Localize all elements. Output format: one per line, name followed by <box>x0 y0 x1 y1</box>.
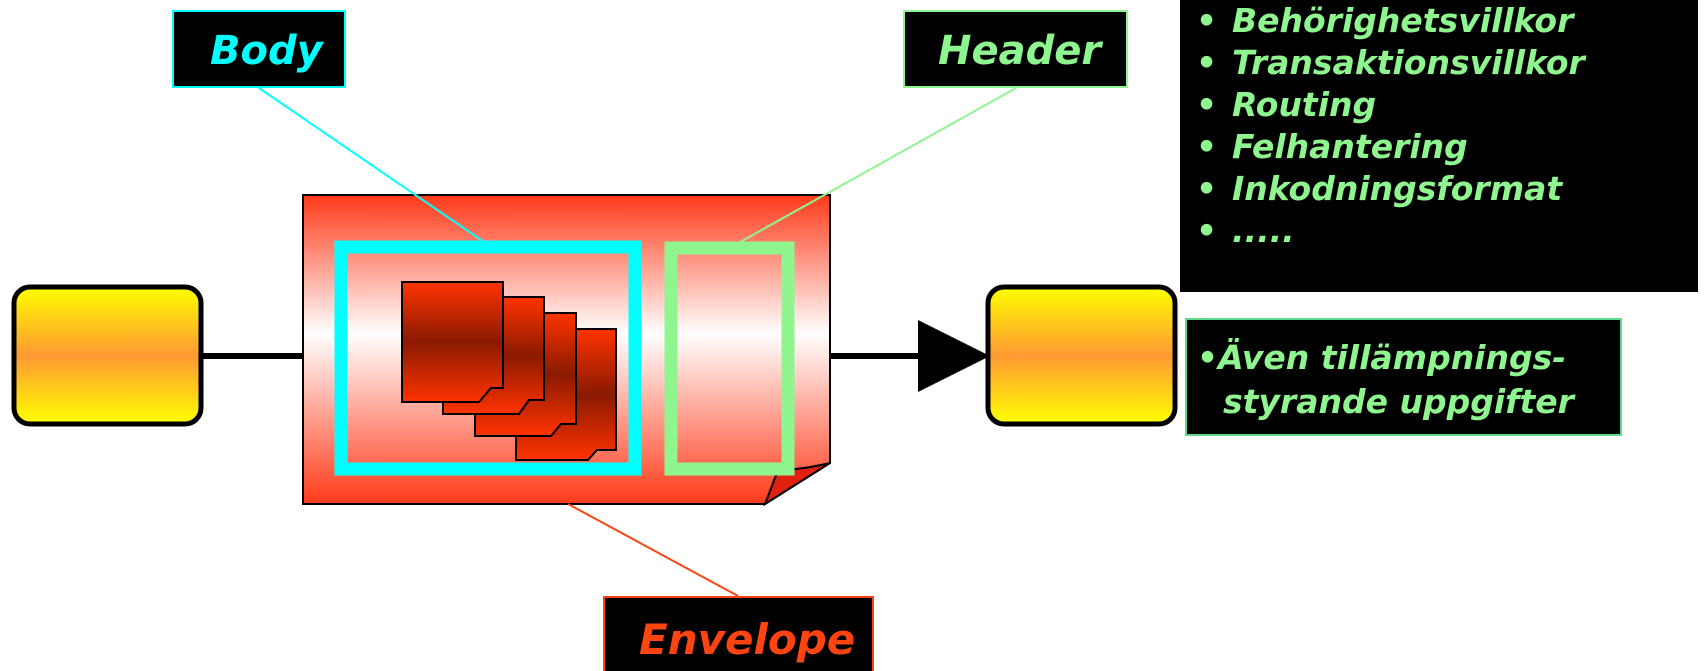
bullet-icon: • <box>1196 1 1218 40</box>
body-leader-line <box>258 87 491 247</box>
destination-node <box>985 284 1178 427</box>
header-label: Header <box>903 10 1128 88</box>
bullet-icon: • <box>1196 43 1218 82</box>
property-text: Routing <box>1232 85 1377 124</box>
list-item: • Routing <box>1196 84 1585 126</box>
property-text: ..... <box>1232 211 1295 250</box>
note-line-2: styrande uppgifter <box>1223 382 1574 421</box>
bullet-icon: • <box>1196 85 1218 124</box>
list-item: •..... <box>1196 210 1585 252</box>
list-item: • Inkodningsformat <box>1196 168 1585 210</box>
source-node <box>11 284 204 427</box>
header-properties-list: • Behörighetsvillkor • Transaktionsvillkor… <box>1196 0 1585 252</box>
property-text: Inkodningsformat <box>1232 169 1563 208</box>
header-label-text: Header <box>938 28 1102 74</box>
body-frame <box>334 240 642 476</box>
envelope-label-text: Envelope <box>639 615 856 664</box>
bullet-icon: • <box>1196 127 1218 166</box>
envelope-label: Envelope <box>603 596 874 671</box>
property-text: Transaktionsvillkor <box>1232 43 1585 82</box>
note-line-1: •Även tillämpnings- <box>1197 338 1566 377</box>
list-item: • Felhantering <box>1196 126 1585 168</box>
header-frame <box>664 241 795 476</box>
body-label: Body <box>172 10 346 88</box>
bullet-icon: • <box>1196 211 1218 250</box>
application-note-box: •Även tillämpnings- styrande uppgifter <box>1185 318 1622 436</box>
bullet-icon: • <box>1196 169 1218 208</box>
header-leader-line <box>732 87 1017 247</box>
document-1 <box>401 281 504 403</box>
body-label-text: Body <box>210 28 323 74</box>
list-item: • Behörighetsvillkor <box>1196 0 1585 42</box>
list-item: • Transaktionsvillkor <box>1196 42 1585 84</box>
header-properties-box: • Behörighetsvillkor • Transaktionsvillkor… <box>1180 0 1698 292</box>
property-text: Behörighetsvillkor <box>1232 1 1574 40</box>
property-text: Felhantering <box>1232 127 1468 166</box>
envelope-leader-line <box>567 503 739 597</box>
